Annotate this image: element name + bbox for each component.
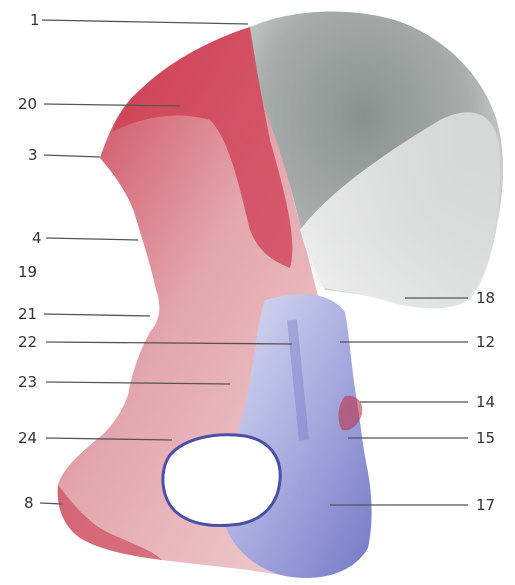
obturator-foramen <box>163 435 280 526</box>
label-21: 21 <box>18 305 37 323</box>
label-8: 8 <box>24 494 34 512</box>
label-20: 20 <box>18 95 37 113</box>
label-18: 18 <box>476 289 495 307</box>
leader-line-4 <box>46 238 138 240</box>
leader-line-1 <box>42 20 248 24</box>
label-3: 3 <box>28 146 38 164</box>
hip-bone <box>58 12 503 578</box>
label-15: 15 <box>476 429 495 447</box>
label-1: 1 <box>30 11 40 29</box>
label-24: 24 <box>18 429 37 447</box>
label-23: 23 <box>18 373 37 391</box>
label-4: 4 <box>32 229 42 247</box>
label-19: 19 <box>18 263 37 281</box>
label-14: 14 <box>476 393 495 411</box>
label-12: 12 <box>476 333 495 351</box>
leader-line-3 <box>44 155 100 157</box>
label-17: 17 <box>476 496 495 514</box>
label-22: 22 <box>18 333 37 351</box>
leader-line-21 <box>44 314 150 316</box>
